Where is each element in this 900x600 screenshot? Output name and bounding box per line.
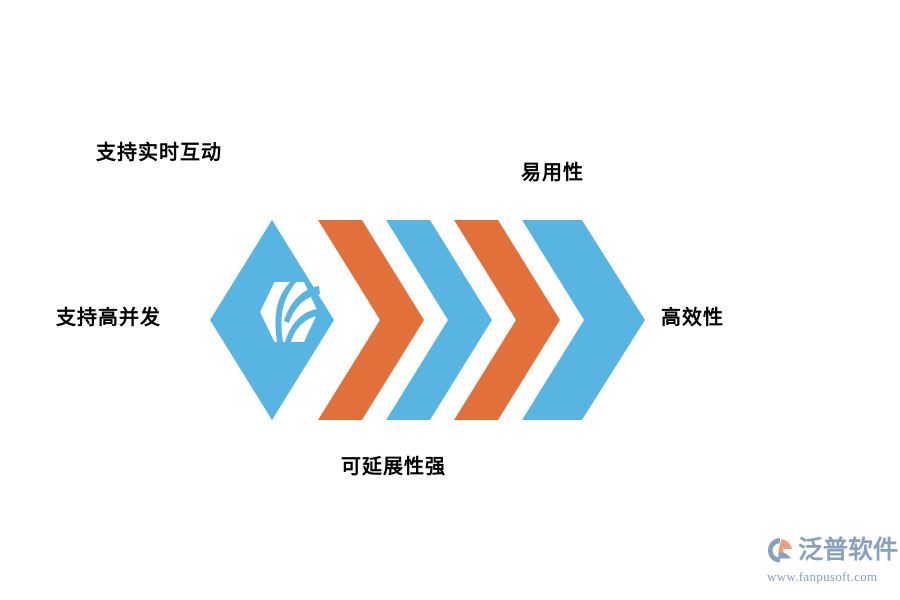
label-strong-extensibility: 可延展性强 — [341, 456, 446, 478]
fanpu-swoosh-logo-icon — [768, 538, 792, 563]
watermark-brand: 泛普软件 — [798, 535, 899, 564]
chevron-stage-5 — [522, 220, 645, 420]
label-high-efficiency: 高效性 — [661, 307, 724, 329]
label-usability: 易用性 — [521, 162, 584, 184]
chevron-stage-2 — [318, 220, 424, 420]
leaf-hexagon-logo-icon — [260, 281, 320, 342]
watermark: 泛普软件 www.fanpusoft.com — [766, 532, 898, 590]
label-support-realtime-interaction: 支持实时互动 — [96, 142, 222, 164]
watermark-url: www.fanpusoft.com — [767, 569, 878, 584]
chevron-stage-4 — [454, 220, 560, 420]
chevron-stage-3 — [386, 220, 492, 420]
label-support-high-concurrency: 支持高并发 — [56, 307, 161, 329]
